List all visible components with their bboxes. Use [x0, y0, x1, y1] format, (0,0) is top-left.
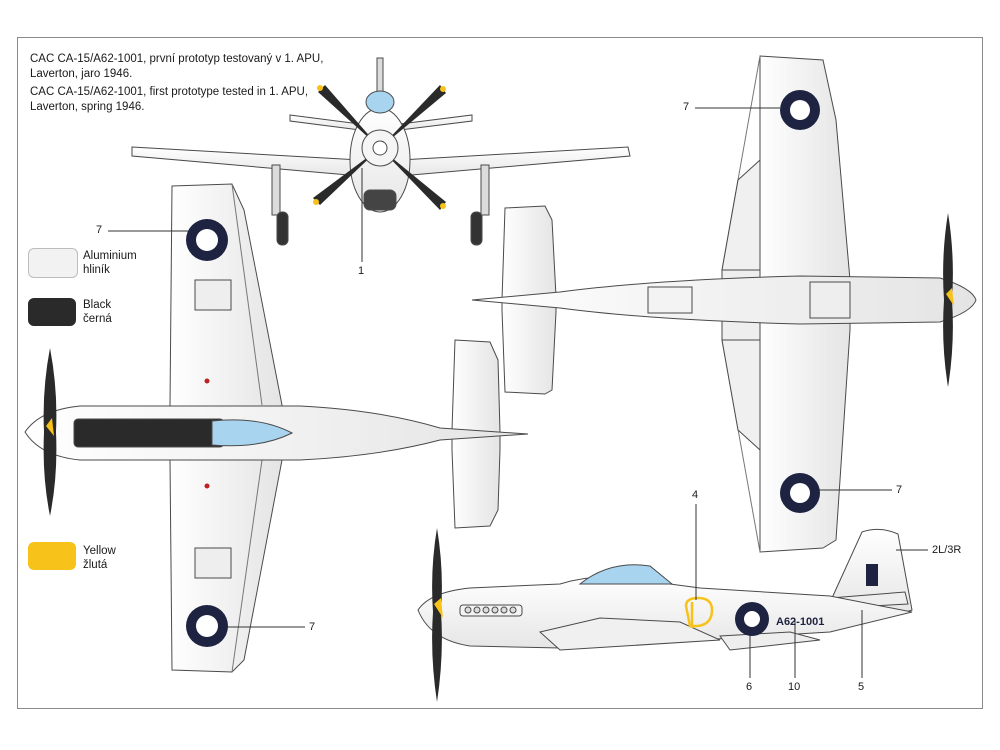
- callout-7a: 7: [96, 224, 103, 236]
- front-view-air-intake: [363, 189, 397, 211]
- front-view: [131, 57, 631, 262]
- front-view-left-wheel: [276, 211, 289, 246]
- callout-6: 6: [746, 681, 753, 693]
- callout-10: 10: [788, 681, 801, 693]
- legend-label-yellow: Yellow žlutá: [83, 544, 116, 572]
- caption-czech-line2: Laverton, jaro 1946.: [30, 68, 133, 80]
- front-view-right-wheel: [470, 211, 483, 246]
- legend-aluminium-en: Aluminium: [83, 250, 137, 262]
- side-view-roundel: [735, 602, 769, 636]
- legend-aluminium-cz: hliník: [83, 264, 110, 276]
- bottom-view-radiator-scoop: [809, 281, 851, 319]
- legend-black-en: Black: [83, 299, 112, 311]
- front-view-canopy: [365, 90, 395, 114]
- side-view-exhaust-stubs: [464, 606, 517, 614]
- bottom-view: [471, 55, 977, 553]
- legend-black-cz: černá: [83, 313, 112, 325]
- legend-yellow-en: Yellow: [83, 545, 116, 557]
- side-view-belly-scoop: [719, 631, 821, 651]
- caption-czech: CAC CA-15/A62-1001, první prototyp testo…: [30, 52, 323, 82]
- front-view-right-gear-leg: [480, 164, 490, 216]
- side-view-canopy: [578, 564, 674, 585]
- legend-swatch-yellow: [28, 542, 76, 570]
- callout-7b: 7: [683, 101, 690, 113]
- top-view: [24, 183, 529, 673]
- side-view-yellow-p-marking: [684, 596, 714, 628]
- top-view-propeller: [43, 348, 57, 516]
- bottom-view-roundel-lower: [780, 473, 820, 513]
- side-view-wing: [538, 617, 721, 651]
- top-view-roundel-lower: [186, 605, 228, 647]
- top-view-canopy: [211, 419, 294, 447]
- legend-label-aluminium: Aluminium hliník: [83, 249, 137, 277]
- side-view-propeller: [432, 528, 442, 702]
- bottom-view-propeller: [943, 213, 953, 387]
- side-view-rudder-stripe: [866, 564, 878, 586]
- callout-7c: 7: [896, 484, 903, 496]
- callout-1: 1: [358, 265, 365, 277]
- caption-czech-line1: CAC CA-15/A62-1001, první prototyp testo…: [30, 53, 324, 65]
- legend-label-black: Black černá: [83, 298, 112, 326]
- callout-7d: 7: [309, 621, 316, 633]
- legend-swatch-black: [28, 298, 76, 326]
- callout-5: 5: [858, 681, 865, 693]
- side-view: [417, 504, 928, 702]
- caption-english-line1: CAC CA-15/A62-1001, first prototype test…: [30, 86, 309, 98]
- front-view-left-gear-leg: [271, 164, 281, 216]
- callout-2l3r: 2L/3R: [932, 544, 962, 556]
- caption-english-line2: Laverton, spring 1946.: [30, 101, 145, 113]
- caption-english: CAC CA-15/A62-1001, first prototype test…: [30, 85, 308, 115]
- callout-4: 4: [692, 489, 699, 501]
- side-view-registration: A62-1001: [776, 616, 824, 628]
- top-view-roundel-upper: [186, 219, 228, 261]
- bottom-view-roundel-upper: [780, 90, 820, 130]
- front-view-propeller: [313, 85, 446, 210]
- top-view-anti-glare-panel: [73, 418, 225, 448]
- legend-swatch-aluminium: [28, 248, 78, 278]
- legend-yellow-cz: žlutá: [83, 559, 108, 571]
